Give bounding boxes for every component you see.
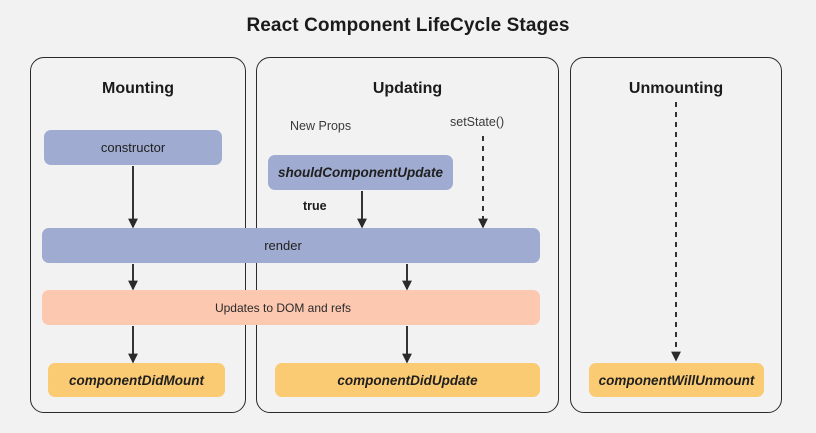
box-component-did-mount-label: componentDidMount — [69, 372, 204, 388]
box-component-will-unmount-label: componentWillUnmount — [598, 372, 755, 388]
box-component-did-update[interactable]: componentDidUpdate — [275, 363, 540, 397]
label-true-branch: true — [303, 199, 327, 213]
page-title: React Component LifeCycle Stages — [246, 15, 570, 36]
panel-title-updating: Updating — [372, 80, 443, 97]
box-component-did-mount[interactable]: componentDidMount — [48, 363, 225, 397]
box-component-will-unmount[interactable]: componentWillUnmount — [589, 363, 764, 397]
box-updates-to-dom-and-refs[interactable]: Updates to DOM and refs — [42, 290, 540, 325]
box-render-label: render — [264, 238, 302, 253]
panel-unmounting: Unmounting — [570, 57, 782, 413]
panel-title-mounting: Mounting — [102, 80, 174, 97]
box-render[interactable]: render — [42, 228, 540, 263]
box-component-did-update-label: componentDidUpdate — [337, 372, 478, 388]
box-constructor-label: constructor — [100, 140, 166, 155]
label-set-state: setState() — [450, 115, 505, 129]
label-new-props: New Props — [290, 119, 352, 133]
panel-title-unmounting: Unmounting — [628, 80, 724, 97]
box-updates-to-dom-and-refs-label: Updates to DOM and refs — [214, 300, 352, 315]
box-should-component-update[interactable]: shouldComponentUpdate — [268, 155, 453, 190]
box-constructor[interactable]: constructor — [44, 130, 222, 165]
box-should-component-update-label: shouldComponentUpdate — [278, 165, 443, 180]
